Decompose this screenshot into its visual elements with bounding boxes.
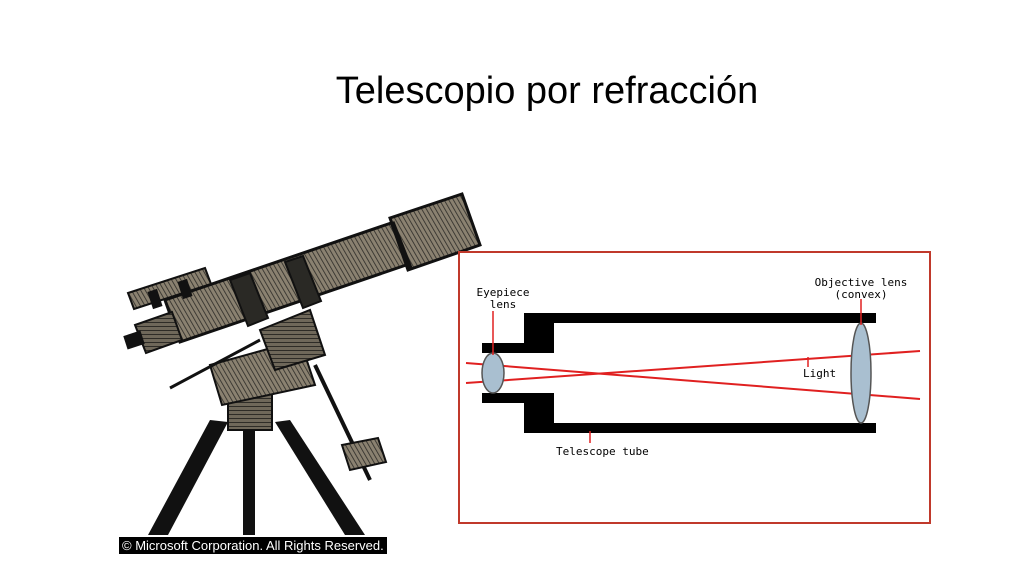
light-ray-2 bbox=[465, 350, 921, 384]
tube-wall-bottom bbox=[524, 423, 876, 433]
copyright-notice: © Microsoft Corporation. All Rights Rese… bbox=[119, 537, 387, 554]
slide-title: Telescopio por refracción bbox=[335, 70, 759, 112]
telescope-illustration bbox=[123, 192, 482, 535]
tripod-leg-left bbox=[148, 420, 228, 535]
tripod-leg-center bbox=[243, 428, 255, 535]
objective-lens bbox=[850, 322, 872, 424]
tube-wall-top bbox=[524, 313, 876, 323]
tripod-leg-right bbox=[275, 420, 365, 535]
tube-label: Telescope tube bbox=[556, 445, 649, 458]
objective-label-line1: Objective lens bbox=[815, 276, 908, 289]
eyepiece-holder-top bbox=[482, 343, 554, 353]
eyepiece-label-line1: Eyepiece bbox=[477, 286, 530, 299]
objective-label-line2: (convex) bbox=[835, 288, 888, 301]
eyepiece-label-line2: lens bbox=[490, 298, 517, 311]
eyepiece-holder-bottom bbox=[482, 393, 554, 403]
eyepiece-lens bbox=[481, 352, 505, 394]
light-rays bbox=[465, 350, 921, 400]
light-ray-1 bbox=[465, 362, 921, 400]
light-label: Light bbox=[803, 367, 836, 380]
refractor-diagram: Eyepiece lens Objective lens (convex) Li… bbox=[458, 251, 931, 524]
